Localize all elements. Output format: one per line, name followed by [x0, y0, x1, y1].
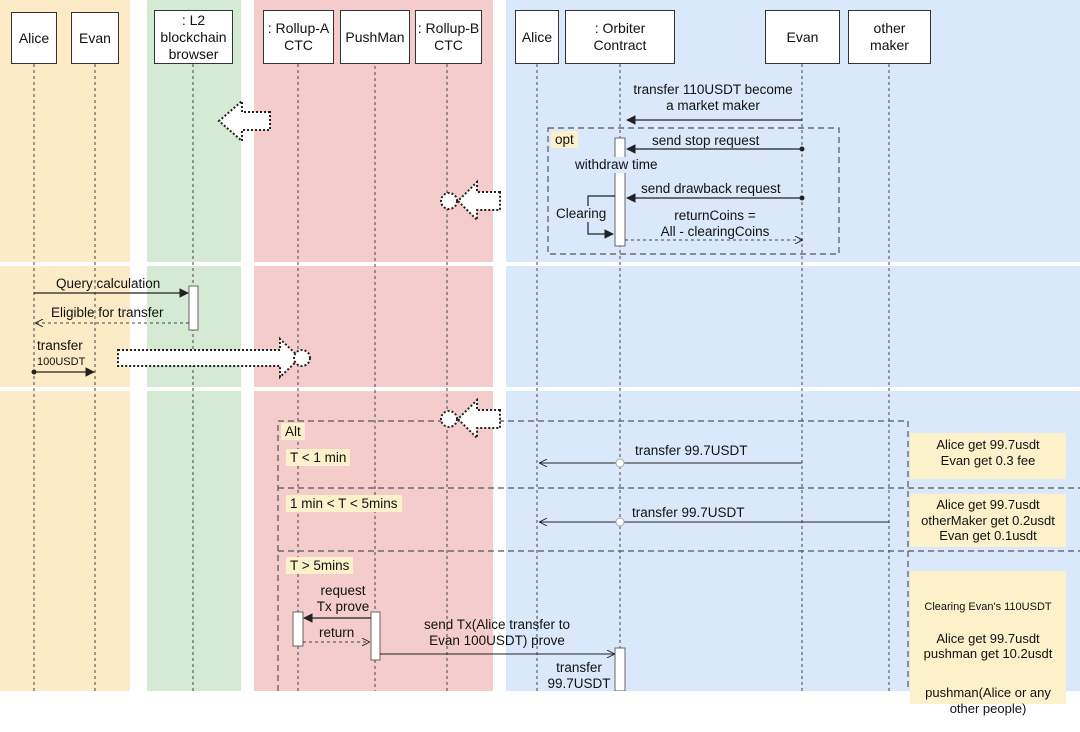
big-arrow-left — [456, 397, 501, 441]
label-transfer-99-1: transfer 99.7USDT — [635, 443, 748, 458]
activation-bar — [292, 611, 304, 647]
alt-tag: Alt — [281, 423, 305, 440]
label-market-maker: transfer 110USDT become a market maker — [633, 82, 793, 113]
label-stop-request: send stop request — [652, 133, 760, 148]
alt-condition-2: 1 min < T < 5mins — [286, 495, 402, 512]
sequence-diagram-canvas — [0, 54, 1080, 691]
activation-bar — [614, 137, 626, 247]
note-pushman-footer: pushman(Alice or any other people) — [925, 685, 1051, 716]
label-eligible-transfer: Eligible for transfer — [51, 305, 164, 320]
label-withdraw-time: withdraw time — [575, 157, 658, 173]
note-result-lines: Alice get 99.7usdt pushman get 10.2usdt — [923, 630, 1053, 662]
activation-bar — [370, 611, 381, 661]
participant-evan-right: Evan — [765, 10, 840, 64]
arrow-origin-circle — [440, 410, 458, 428]
participant-alice-left: Alice — [11, 12, 57, 64]
participant-orbiter-contract: : Orbiter Contract — [565, 10, 675, 64]
note-clearing-line: Clearing Evan's 110USDT — [924, 600, 1052, 613]
activation-bar — [614, 647, 626, 691]
label-transfer-bottom: transfer 99.7USDT — [547, 660, 611, 691]
label-clearing: Clearing — [555, 206, 608, 222]
label-query-calculation: Query calculation — [56, 276, 161, 291]
note-result-1: Alice get 99.7usdt Evan get 0.3 fee — [910, 433, 1066, 479]
participant-l2-browser: : L2 blockchain browser — [154, 10, 233, 64]
section-separator — [0, 387, 1080, 391]
lifelines — [33, 54, 890, 691]
participant-pushman: PushMan — [340, 10, 410, 64]
participant-alice-right: Alice — [515, 10, 559, 64]
note-result-2: Alice get 99.7usdt otherMaker get 0.2usd… — [910, 494, 1066, 547]
message-origin — [615, 458, 625, 468]
participant-other-maker: other maker — [848, 10, 931, 64]
label-transfer-amount: 100USDT — [37, 356, 86, 368]
opt-tag: opt — [551, 131, 578, 148]
message-origin — [615, 517, 625, 527]
section-separator — [0, 262, 1080, 266]
label-return-coins: returnCoins = All - clearingCoins — [660, 208, 770, 239]
big-arrow-left — [217, 98, 271, 144]
label-transfer-99-2: transfer 99.7USDT — [632, 505, 745, 520]
participant-rollup-a: : Rollup-A CTC — [263, 10, 334, 64]
opt-frame — [547, 127, 840, 255]
alt-condition-3: T > 5mins — [286, 557, 354, 574]
participant-rollup-b: : Rollup-B CTC — [415, 10, 482, 64]
label-return: return — [319, 625, 355, 640]
label-request-prove: request Tx prove — [316, 583, 370, 614]
activation-bar — [188, 285, 199, 331]
arrow-end-circle — [293, 349, 311, 367]
big-arrow-left — [456, 179, 501, 223]
rollup-band — [254, 0, 493, 691]
alt-frame — [277, 420, 909, 691]
label-transfer: transfer — [37, 338, 83, 353]
big-arrow-right — [117, 336, 302, 380]
participant-evan-left: Evan — [71, 12, 119, 64]
arrow-origin-circle — [440, 192, 458, 210]
label-send-prove: send Tx(Alice transfer to Evan 100USDT) … — [423, 617, 571, 648]
users-band — [0, 0, 130, 691]
alt-condition-1: T < 1 min — [286, 449, 351, 466]
note-result-3: Clearing Evan's 110USDT Alice get 99.7us… — [910, 571, 1066, 716]
label-drawback-request: send drawback request — [641, 181, 781, 196]
